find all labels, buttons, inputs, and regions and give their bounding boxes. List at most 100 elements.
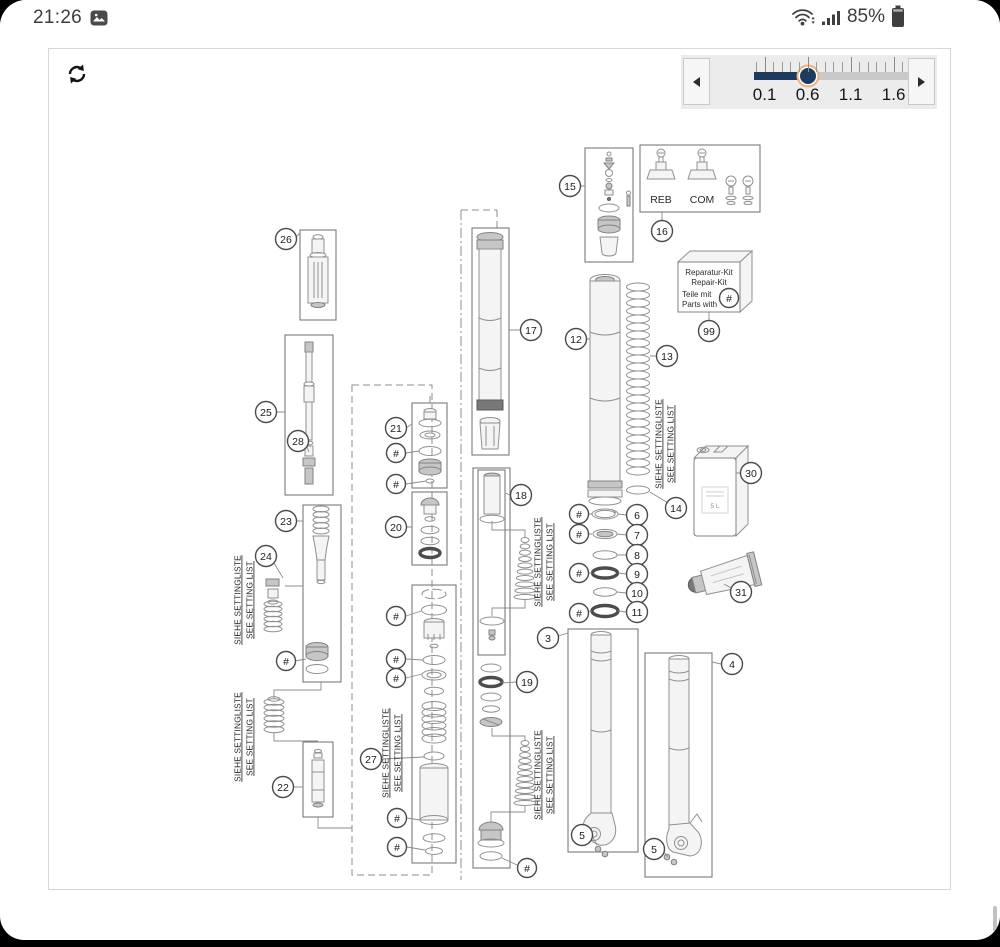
part-4-fork-leg-right <box>663 655 703 866</box>
zoom-in-button[interactable] <box>908 58 935 105</box>
slider-tick <box>893 57 895 72</box>
callout-11: 11 <box>625 600 649 624</box>
svg-text:16: 16 <box>656 226 668 238</box>
box-23 <box>302 504 342 683</box>
battery-percent: 85% <box>846 5 885 27</box>
leader-lines <box>273 185 740 866</box>
slider-tick <box>850 57 852 72</box>
slider-tick-label: 1.6 <box>881 85 906 104</box>
svg-text:20: 20 <box>390 522 402 534</box>
callout-5: 5 <box>570 823 594 847</box>
svg-text:SEE SETTING LIST: SEE SETTING LIST <box>666 405 676 483</box>
part-21-cap-stack <box>418 408 442 484</box>
clock: 21:26 <box>33 7 83 28</box>
svg-text:30: 30 <box>745 468 757 480</box>
callout-18: 18 <box>509 483 533 507</box>
box-15 <box>584 147 634 263</box>
svg-text:SIEHE SETTINGLISTE: SIEHE SETTINGLISTE <box>233 692 243 782</box>
oil-volume-label: 5 L <box>710 503 719 510</box>
callout-4: 4 <box>720 652 744 676</box>
callout-25: 25 <box>254 400 278 424</box>
callout-17: 17 <box>519 318 543 342</box>
box-27 <box>411 584 457 864</box>
box-26 <box>299 229 337 321</box>
svg-text:SIEHE SETTINGLISTE: SIEHE SETTINGLISTE <box>381 708 391 798</box>
part-22-rod-end <box>311 748 325 808</box>
slider-track[interactable] <box>754 72 927 80</box>
callout-27: 27 <box>359 747 383 771</box>
scrollbar[interactable] <box>993 906 997 932</box>
part-27-cartridge-stack <box>419 588 449 855</box>
part-16-adjuster-kit: REB COM <box>646 148 754 206</box>
part-15-cap-kit <box>597 151 631 257</box>
callout-30: 30 <box>739 461 763 485</box>
callout-#: # <box>568 503 590 525</box>
zoom-out-button[interactable] <box>683 58 710 105</box>
callout-7: 7 <box>625 523 649 547</box>
svg-text:SIEHE SETTINGLISTE: SIEHE SETTINGLISTE <box>533 517 543 607</box>
parts-with-label-en: Parts with <box>682 300 717 309</box>
callout-#: # <box>386 836 408 858</box>
svg-text:SEE SETTING LIST: SEE SETTING LIST <box>245 561 255 639</box>
spring-13 <box>626 282 650 476</box>
callout-21: 21 <box>384 416 408 440</box>
svg-text:#: # <box>283 656 289 668</box>
callout-#: # <box>385 667 407 689</box>
slider-thumb[interactable] <box>799 68 816 84</box>
callout-#: # <box>385 648 407 670</box>
svg-text:28: 28 <box>292 436 304 448</box>
svg-text:#: # <box>576 509 582 521</box>
svg-text:5: 5 <box>579 830 585 842</box>
wifi-icon <box>792 8 815 25</box>
part-23-valve-assembly <box>305 505 330 674</box>
callout-12: 12 <box>564 327 588 351</box>
viewer-panel <box>48 48 951 890</box>
part-18-rebound-tube <box>479 472 537 641</box>
svg-text:17: 17 <box>525 325 537 337</box>
box-18-19-outer <box>472 467 511 869</box>
box-16 <box>639 144 761 213</box>
box-18 <box>477 469 506 656</box>
slider-tick <box>902 62 904 72</box>
slider-tick <box>790 62 792 72</box>
callout-#: # <box>568 523 590 545</box>
callout-15: 15 <box>558 174 582 198</box>
slider-tick <box>842 62 843 72</box>
com-label: COM <box>690 194 715 206</box>
svg-text:#: # <box>394 813 400 825</box>
svg-text:#: # <box>393 448 399 460</box>
callout-16: 16 <box>650 219 674 243</box>
slider-fill <box>754 72 808 80</box>
part-3-fork-leg-left <box>582 631 617 858</box>
svg-text:3: 3 <box>545 633 551 645</box>
callout-#: # <box>275 650 297 672</box>
repair-kit-label-en: Repair-Kit <box>691 278 727 287</box>
svg-text:#: # <box>393 673 399 685</box>
svg-text:7: 7 <box>634 530 640 542</box>
svg-text:24: 24 <box>260 551 272 563</box>
bellows-24 <box>263 600 283 633</box>
box-20 <box>411 491 448 566</box>
box-21 <box>411 402 448 489</box>
callout-#: # <box>568 602 590 624</box>
svg-text:#: # <box>576 568 582 580</box>
part-17-cartridge-tube <box>476 232 504 450</box>
callout-8: 8 <box>625 543 649 567</box>
slider-tick-label: 1.1 <box>838 85 863 104</box>
refresh-button[interactable] <box>62 60 92 90</box>
slider-tick <box>833 62 835 72</box>
svg-text:SEE SETTING LIST: SEE SETTING LIST <box>245 698 255 776</box>
callout-#: # <box>386 807 408 829</box>
slider-tick <box>867 62 869 72</box>
callout-10: 10 <box>625 581 649 605</box>
callout-3: 3 <box>536 626 560 650</box>
svg-text:27: 27 <box>365 754 377 766</box>
battery-icon <box>892 5 904 27</box>
callout-#: # <box>568 562 590 584</box>
svg-text:SIEHE SETTINGLISTE: SIEHE SETTINGLISTE <box>533 730 543 820</box>
callout-20: 20 <box>384 515 408 539</box>
slider-tick <box>799 62 800 72</box>
svg-text:#: # <box>524 863 530 875</box>
